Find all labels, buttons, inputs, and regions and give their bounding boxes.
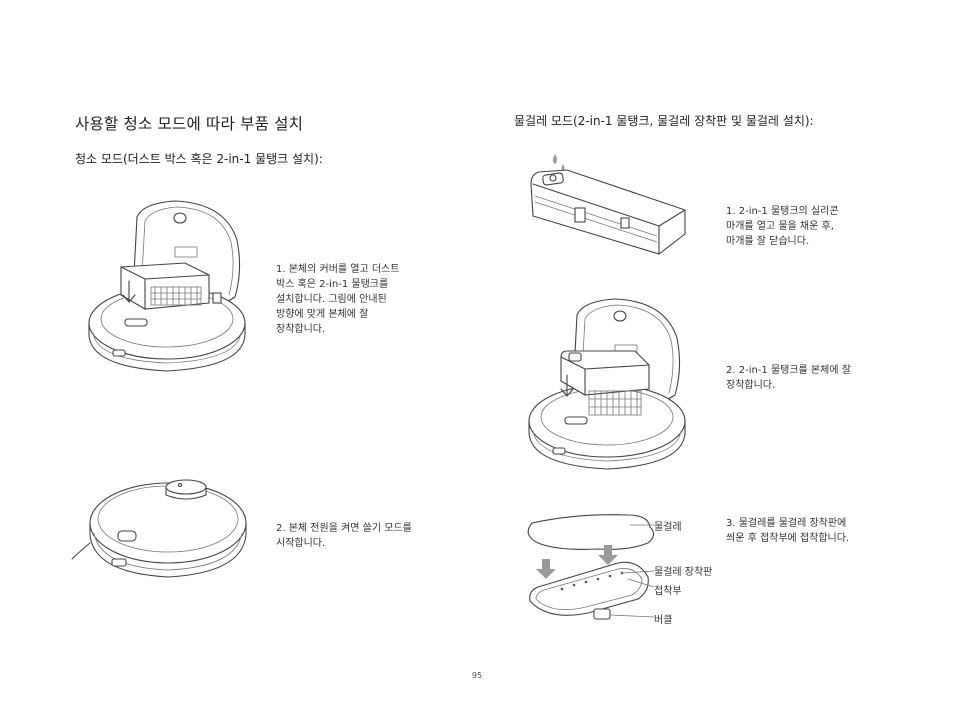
robot-closed-illustration (71, 479, 247, 578)
label-mop-plate: 물걸레 장착판 (654, 567, 713, 578)
label-adhesive: 접착부 (654, 586, 682, 597)
robot-with-water-tank-illustration (528, 298, 686, 470)
right-step-3-text: 3. 물걸레를 물걸레 장착판에 씌운 후 접착부에 접착합니다. (726, 518, 850, 544)
left-step-2-text: 2. 본체 전원을 켜면 쓸기 모드를 시작합니다. (276, 523, 412, 549)
right-step-2-text: 2. 2-in-1 물탱크를 본체에 잘 장착합니다. (726, 365, 851, 391)
right-step-1-text: 1. 2-in-1 물탱크의 실리콘 마개를 열고 물을 채운 후, 마개를 잘… (726, 206, 839, 247)
section-subtitle-cleaning-mode: 청소 모드(더스트 박스 혹은 2-in-1 물탱크 설치): (75, 152, 323, 166)
label-buckle: 버클 (654, 615, 673, 626)
section-subtitle-mop-mode: 물걸레 모드(2-in-1 물탱크, 물걸레 장착판 및 물걸레 설치): (514, 114, 814, 128)
robot-open-lid-illustration (88, 200, 246, 372)
label-mop: 물걸레 (654, 522, 682, 533)
left-step-1-text: 1. 본체의 커버를 열고 더스트 박스 혹은 2-in-1 물탱크를 설치합니… (276, 264, 400, 335)
page-number: 95 (471, 671, 483, 680)
page-title: 사용할 청소 모드에 따라 부품 설치 (75, 115, 304, 133)
water-tank-illustration (530, 154, 686, 255)
mop-and-plate-illustration (527, 514, 655, 620)
